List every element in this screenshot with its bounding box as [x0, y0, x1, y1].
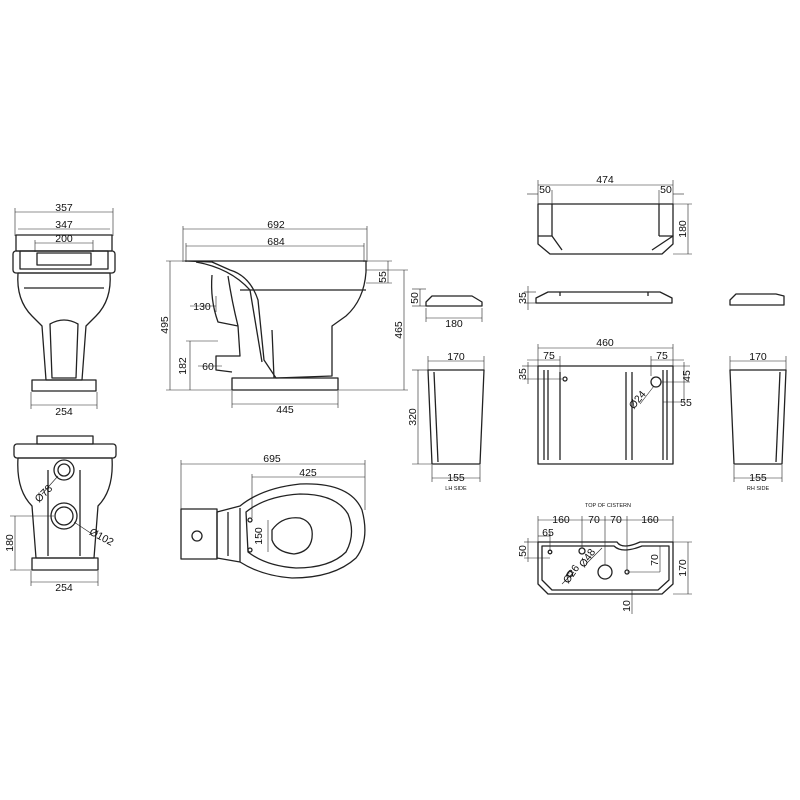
pan-plan-view: 695 425 150 — [180, 453, 366, 579]
dim-150: 150 — [253, 527, 265, 545]
dim-445: 445 — [276, 404, 294, 416]
dim-200: 200 — [55, 233, 73, 245]
dim-182: 182 — [177, 357, 189, 375]
dim-347: 347 — [55, 219, 73, 231]
dim-684: 684 — [267, 236, 285, 248]
lid-front-profile: 35 — [517, 286, 673, 310]
dim-dia-78: Ø78 — [33, 483, 56, 506]
dim-474: 474 — [596, 174, 614, 186]
dim-155-rh: 155 — [749, 472, 767, 484]
dim-70-right: 70 — [610, 514, 622, 526]
dim-695: 695 — [263, 453, 281, 465]
dim-460: 460 — [596, 337, 614, 349]
rh-side-label: RH SIDE — [747, 486, 770, 492]
dim-65: 65 — [542, 527, 554, 539]
dim-55-side: 55 — [377, 271, 389, 283]
dim-35-front: 35 — [517, 368, 529, 380]
dim-45: 45 — [681, 370, 693, 382]
dim-dia-48: Ø48 — [577, 547, 598, 570]
top-of-cistern-label: TOP OF CISTERN — [585, 503, 631, 509]
dim-50-top: 50 — [517, 545, 529, 557]
dim-60: 60 — [202, 361, 214, 373]
dim-180-rear: 180 — [4, 534, 16, 552]
dim-254-front: 254 — [55, 406, 73, 418]
dim-70-top: 70 — [649, 554, 661, 566]
cistern-top-view: TOP OF CISTERN 160 70 70 160 65 50 Ø48 Ø… — [517, 503, 692, 614]
dim-dia-24: Ø24 — [627, 388, 649, 411]
dim-dia-102: Ø102 — [87, 526, 115, 549]
pan-front-view: 357 347 200 254 — [12, 202, 116, 418]
dim-180-lid-side: 180 — [445, 318, 463, 330]
dim-692: 692 — [267, 219, 285, 231]
dim-160-left: 160 — [552, 514, 570, 526]
dim-75-right: 75 — [656, 350, 668, 362]
dim-70-left: 70 — [588, 514, 600, 526]
pan-side-view: 692 684 55 495 465 130 182 60 445 — [159, 219, 408, 416]
dim-130: 130 — [193, 301, 211, 313]
cistern-lh-side: 170 320 155 LH SIDE — [407, 351, 485, 492]
dim-50-lid-right: 50 — [660, 184, 672, 196]
dim-155-lh: 155 — [447, 472, 465, 484]
dim-10: 10 — [621, 600, 633, 612]
dim-75-left: 75 — [543, 350, 555, 362]
dim-180-lid: 180 — [677, 220, 689, 238]
dim-35-lid: 35 — [517, 292, 529, 304]
dim-465: 465 — [393, 321, 405, 339]
dim-495: 495 — [159, 316, 171, 334]
dim-160-right: 160 — [641, 514, 659, 526]
dim-170-top: 170 — [677, 559, 689, 577]
lh-side-label: LH SIDE — [445, 486, 467, 492]
dim-357: 357 — [55, 202, 73, 214]
dim-170-lh: 170 — [447, 351, 465, 363]
dim-425: 425 — [299, 467, 317, 479]
dim-170-rh: 170 — [749, 351, 767, 363]
dim-254-rear: 254 — [55, 582, 73, 594]
cistern-front-view: 460 75 75 35 Ø24 45 55 — [517, 337, 693, 465]
dim-50-lid-side: 50 — [409, 292, 421, 304]
dim-55-front: 55 — [680, 397, 692, 409]
dim-320: 320 — [407, 408, 419, 426]
dim-dia-26: Ø26 — [561, 563, 582, 586]
cistern-rh-side: 170 155 RH SIDE — [729, 351, 787, 492]
lid-side-left: 50 180 — [409, 288, 483, 330]
pan-rear-view: Ø78 Ø102 180 254 — [4, 435, 117, 594]
lid-side-right — [729, 293, 785, 306]
dim-50-lid-left: 50 — [539, 184, 551, 196]
lid-plan-view: 474 50 50 180 — [527, 174, 692, 255]
